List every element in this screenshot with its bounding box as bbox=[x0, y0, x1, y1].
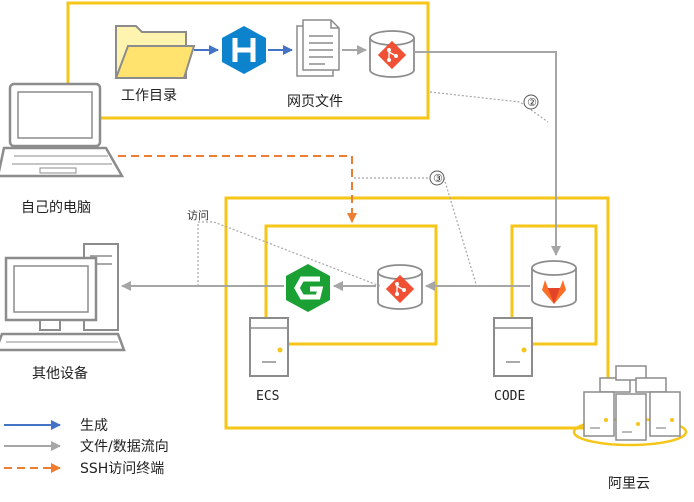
arrow-ssh bbox=[118, 155, 357, 223]
nginx-icon bbox=[286, 264, 330, 312]
arrow-git-to-code bbox=[414, 51, 561, 256]
legend-flow-label: 文件/数据流向 bbox=[80, 439, 169, 455]
label-other-devices: 其他设备 bbox=[32, 365, 88, 382]
label-code: CODE bbox=[494, 389, 525, 404]
label-ecs: ECS bbox=[256, 389, 279, 404]
step2-label: ② bbox=[527, 96, 537, 109]
hexo-icon bbox=[222, 26, 266, 74]
leader-visit bbox=[197, 221, 381, 287]
code-server-icon bbox=[493, 317, 533, 377]
document-icon bbox=[296, 19, 340, 77]
label-web-files: 网页文件 bbox=[287, 94, 343, 110]
step2-marker bbox=[523, 94, 539, 110]
legend-ssh-label: SSH访问终端 bbox=[80, 461, 164, 477]
cloud-cluster-icon bbox=[572, 365, 688, 447]
label-work-dir: 工作目录 bbox=[121, 88, 177, 104]
local-frame bbox=[66, 1, 430, 120]
label-my-computer: 自己的电脑 bbox=[21, 200, 91, 216]
legend: 生成 文件/数据流向 SSH访问终端 bbox=[4, 418, 169, 477]
legend-generate-label: 生成 bbox=[80, 418, 108, 434]
label-aliyun: 阿里云 bbox=[608, 476, 650, 492]
git-repo-icon bbox=[369, 30, 415, 78]
cloud-frame bbox=[224, 196, 610, 430]
desktop-icon bbox=[0, 243, 126, 352]
visit-label: 访问 bbox=[187, 209, 209, 222]
step3-label: ③ bbox=[433, 172, 443, 185]
folder-icon bbox=[114, 25, 196, 79]
ecs-server-icon bbox=[249, 317, 289, 377]
ecs-git-repo-icon bbox=[377, 264, 423, 310]
leader-step3-b bbox=[443, 177, 477, 285]
gitlab-repo-icon bbox=[531, 260, 577, 308]
laptop-icon bbox=[0, 82, 125, 178]
step3-marker bbox=[429, 170, 445, 186]
leader-step2 bbox=[429, 91, 549, 123]
